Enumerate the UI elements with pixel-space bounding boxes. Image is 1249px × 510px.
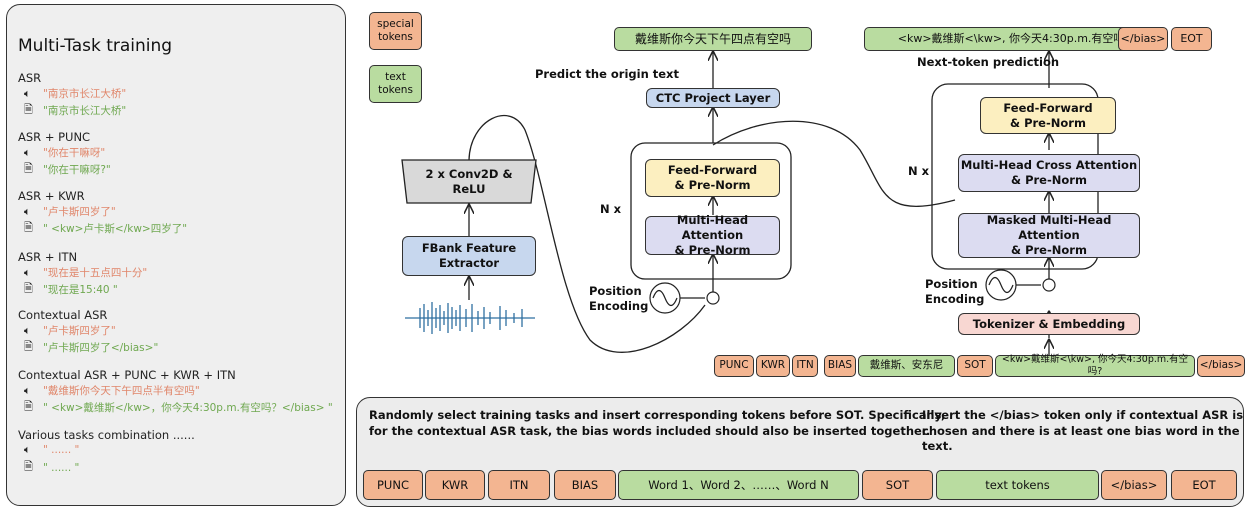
task-audio-row: 🔈︎ " ...... " <box>24 443 79 457</box>
ctc-output-token: 戴维斯你今天下午四点有空吗 <box>614 27 812 51</box>
task-text-row: 🗎 "卢卡斯四岁了</bias>" <box>24 338 158 357</box>
encoder-nx-label: N x <box>600 202 622 216</box>
task-audio-text: "卢卡斯四岁了" <box>43 206 116 218</box>
next-token-prediction-label: Next-token prediction <box>917 55 1060 69</box>
document-icon: 🗎 <box>24 460 33 473</box>
task-audio-text: " ...... " <box>43 444 80 456</box>
task-label-text: "南京市长江大桥" <box>43 105 127 117</box>
decoder-input-token: PUNC <box>714 355 754 377</box>
decoder-output-token: EOT <box>1171 27 1212 51</box>
encoder-mha-block: Multi-Head Attention & Pre-Norm <box>645 213 780 257</box>
document-icon: 🗎 <box>24 340 33 353</box>
bottom-token: PUNC <box>363 470 423 500</box>
task-text-row: 🗎 " <kw>戴维斯</kw>，你今天4:30p.m.有空吗？</bias> " <box>24 398 333 417</box>
decoder-input-token: KWR <box>756 355 790 377</box>
fbank-extractor-block: FBank Feature Extractor <box>402 236 536 276</box>
task-name: Contextual ASR + PUNC + KWR + ITN <box>18 368 236 382</box>
document-icon: 🗎 <box>24 282 33 295</box>
task-label-text: " <kw>戴维斯</kw>，你今天4:30p.m.有空吗？</bias> " <box>43 402 333 414</box>
legend-text-tokens: text tokens <box>369 65 422 103</box>
decoder-nx-label: N x <box>908 164 930 178</box>
speaker-icon: 🔈︎ <box>24 265 31 279</box>
task-label-text: "现在是15:40 " <box>43 284 118 296</box>
conv2d-relu-block: 2 x Conv2D & ReLU <box>425 167 513 196</box>
ctc-project-layer-block: CTC Project Layer <box>646 88 780 108</box>
task-audio-text: "南京市长江大桥" <box>43 88 127 100</box>
decoder-output-token: <kw>戴维斯<\kw>, 你今天4:30p.m.有空吗? <box>864 27 1164 51</box>
decoder-output-token: </bias> <box>1118 27 1168 51</box>
task-name: ASR + KWR <box>18 189 85 203</box>
task-audio-text: "现在是十五点四十分" <box>43 267 148 279</box>
task-name: ASR + ITN <box>18 250 78 264</box>
task-name: Contextual ASR <box>18 308 108 322</box>
bottom-token: </bias> <box>1101 470 1167 500</box>
predict-origin-text-label: Predict the origin text <box>535 67 679 81</box>
bottom-token: Word 1、Word 2、……、Word N <box>618 470 859 500</box>
task-label-text: " <kw>卢卡斯</kw>四岁了" <box>43 223 188 235</box>
tokenizer-embedding-block: Tokenizer & Embedding <box>958 313 1140 335</box>
speaker-icon: 🔈︎ <box>24 323 31 337</box>
speaker-icon: 🔈︎ <box>24 204 31 218</box>
decoder-input-token: <kw>戴维斯<\kw>, 你今天4:30p.m.有空吗? <box>995 354 1195 377</box>
task-audio-row: 🔈︎ "卢卡斯四岁了" <box>24 323 116 338</box>
bottom-token: text tokens <box>936 470 1099 500</box>
speaker-icon: 🔈︎ <box>24 443 31 456</box>
decoder-position-encoding-label: Position Encoding <box>925 277 985 306</box>
decoder-input-token: BIAS <box>824 355 856 377</box>
decoder-input-token: </bias> <box>1197 355 1245 377</box>
task-label-text: "卢卡斯四岁了</bias>" <box>43 342 159 354</box>
task-name: ASR <box>18 71 42 85</box>
bottom-token: EOT <box>1171 470 1237 500</box>
document-icon: 🗎 <box>24 221 33 234</box>
task-audio-row: 🔈︎ "戴维斯你今天下午四点半有空吗" <box>24 383 200 398</box>
bias-token-note: Insert the </bias> token only if context… <box>922 408 1244 454</box>
task-label-text: "你在干嘛呀?" <box>43 164 111 176</box>
panel-title: Multi-Task training <box>18 36 173 56</box>
task-audio-text: "卢卡斯四岁了" <box>43 325 116 337</box>
speaker-icon: 🔈︎ <box>24 145 31 159</box>
decoder-feed-forward-block: Feed-Forward & Pre-Norm <box>980 97 1116 134</box>
encoder-position-encoding-label: Position Encoding <box>589 284 649 313</box>
task-audio-row: 🔈︎ "你在干嘛呀" <box>24 145 105 160</box>
document-icon: 🗎 <box>24 103 33 116</box>
document-icon: 🗎 <box>24 162 33 175</box>
decoder-input-token: ITN <box>792 355 818 377</box>
task-audio-text: "你在干嘛呀" <box>43 147 106 159</box>
insertion-note: Randomly select training tasks and inser… <box>369 408 946 438</box>
speaker-icon: 🔈︎ <box>24 383 31 397</box>
decoder-input-token: 戴维斯、安东尼 <box>858 355 955 377</box>
waveform-icon <box>405 302 535 334</box>
decoder-cross-attention-block: Multi-Head Cross Attention & Pre-Norm <box>958 154 1140 192</box>
task-text-row: 🗎 " <kw>卢卡斯</kw>四岁了" <box>24 219 187 238</box>
task-audio-row: 🔈︎ "现在是十五点四十分" <box>24 265 147 280</box>
speaker-icon: 🔈︎ <box>24 86 31 100</box>
bottom-token: SOT <box>862 470 933 500</box>
task-text-row: 🗎 "南京市长江大桥" <box>24 101 126 120</box>
bottom-token: ITN <box>488 470 550 500</box>
task-audio-row: 🔈︎ "卢卡斯四岁了" <box>24 204 116 219</box>
task-name: Various tasks combination ...... <box>18 428 195 442</box>
bottom-token: KWR <box>425 470 485 500</box>
decoder-input-token: SOT <box>957 355 993 377</box>
decoder-masked-mha-block: Masked Multi-Head Attention & Pre-Norm <box>958 213 1140 258</box>
task-audio-text: "戴维斯你今天下午四点半有空吗" <box>43 385 200 397</box>
task-audio-row: 🔈︎ "南京市长江大桥" <box>24 86 126 101</box>
multi-task-panel <box>6 4 346 506</box>
task-name: ASR + PUNC <box>18 130 91 144</box>
bottom-token: BIAS <box>554 470 616 500</box>
document-icon: 🗎 <box>24 400 33 413</box>
task-text-row: 🗎 "你在干嘛呀?" <box>24 160 111 179</box>
task-text-row: 🗎 " ...... " <box>24 458 79 477</box>
legend-special-tokens: special tokens <box>369 12 422 50</box>
task-label-text: " ...... " <box>43 461 80 474</box>
task-text-row: 🗎 "现在是15:40 " <box>24 280 118 299</box>
encoder-feed-forward-block: Feed-Forward & Pre-Norm <box>645 159 780 197</box>
